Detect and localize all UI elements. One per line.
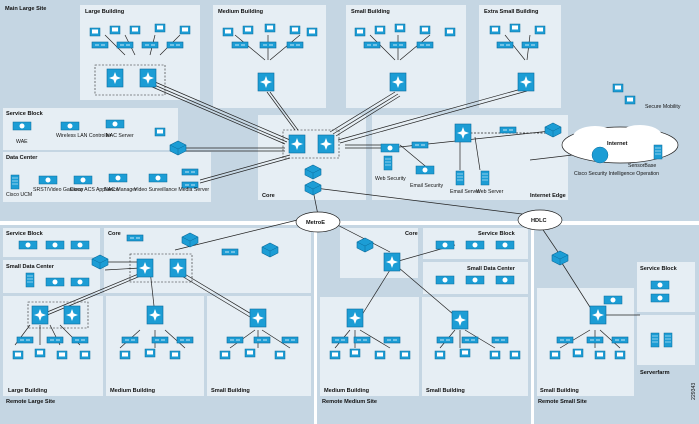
small-building-label: Small Building (351, 9, 390, 15)
links (14, 34, 640, 349)
core-switch (317, 134, 335, 154)
lb-distribution-switch (139, 68, 157, 88)
figure-id: 229343 (691, 383, 697, 400)
rm-medium-building-label: Medium Building (324, 388, 370, 394)
rm-service-block-label: Service Block (478, 231, 516, 237)
data-center-label: Data Center (6, 155, 38, 161)
rl-medium-building-label: Medium Building (110, 388, 156, 394)
rm-small-building-label: Small Building (426, 388, 465, 394)
rm-core-label: Core (405, 231, 418, 237)
extra-small-building-block (479, 5, 561, 108)
wae-label: WAE (16, 139, 28, 145)
rm-medium-building-block (320, 297, 419, 396)
rm-core-block (340, 228, 418, 278)
internet-label: Internet (607, 141, 628, 147)
web-security-label: Web Security (375, 176, 406, 182)
service-block (3, 108, 178, 150)
mb-distribution-switch (257, 72, 275, 92)
extra-small-building-label: Extra Small Building (484, 9, 539, 15)
nac-manager-label: NAC Manager (104, 187, 137, 193)
small-building-block (346, 5, 466, 108)
rm-small-dc-label: Small Data Center (467, 266, 516, 272)
medium-building-label: Medium Building (218, 9, 264, 15)
rl-service-block-label: Service Block (6, 231, 44, 237)
sensorbase-icon (653, 144, 663, 160)
rl-small-dc-block (3, 260, 100, 293)
remote-large-site-label: Remote Large Site (6, 399, 55, 405)
wlc-label: Wireless LAN Controller (56, 133, 112, 139)
acs-label: Cisco ACS Appliance (70, 187, 119, 193)
laptop-icon (624, 95, 636, 105)
rs-small-building-label: Small Building (540, 388, 579, 394)
rm-small-building-block (422, 297, 528, 396)
lb-distribution-switch (106, 68, 124, 88)
sensorbase-label: SensorBase (628, 163, 656, 169)
rl-dist-group (27, 301, 89, 329)
rl-core-label: Core (108, 231, 121, 237)
rs-service-block-label: Service Block (640, 266, 678, 272)
core-switch (288, 134, 306, 154)
metroe-label: MetroE (306, 220, 325, 226)
internet-edge-label: Internet Edge (530, 193, 566, 199)
rl-large-building-block (3, 296, 103, 396)
metroe-cloud (295, 211, 341, 233)
sio-globe-icon (591, 146, 609, 164)
rl-small-building-label: Small Building (211, 388, 250, 394)
remote-medium-site-label: Remote Medium Site (322, 399, 377, 405)
cisco-ucm-label: Cisco UCM (6, 192, 32, 198)
email-security-label: Email Security (410, 183, 444, 189)
rl-small-dc-label: Small Data Center (6, 264, 55, 270)
service-block-label: Service Block (6, 111, 44, 117)
data-center-block (3, 152, 211, 202)
sio-label: Cisco Security Intelligence Operation (574, 171, 659, 177)
core-label: Core (262, 193, 275, 199)
web-server-label: Web Server (476, 189, 504, 195)
srst-label: SRST/Video Gateway (33, 187, 84, 193)
sb-distribution-switch (389, 72, 407, 92)
video-surveillance-label: Video Surveillance Media Server (134, 187, 209, 193)
hdlc-label: HDLC (531, 218, 547, 224)
core-group (282, 129, 340, 159)
hdlc-cloud (517, 209, 563, 231)
xsb-distribution-switch (517, 72, 535, 92)
rl-large-building-label: Large Building (8, 388, 48, 394)
rl-core-group (129, 253, 193, 283)
medium-building-block (213, 5, 326, 108)
large-building-label: Large Building (85, 9, 125, 15)
secure-mobility-label: Secure Mobility (645, 104, 681, 110)
main-site-label: Main Large Site (5, 6, 46, 12)
email-server-label: Email Server (450, 189, 480, 195)
nac-server-label: NAC Server (106, 133, 134, 139)
remote-small-site-label: Remote Small Site (538, 399, 587, 405)
lb-distribution-group (94, 64, 166, 96)
mobile-device-icon (612, 83, 624, 93)
internet-cloud (561, 125, 679, 164)
rs-serverfarm-label: Serverfarm (640, 370, 670, 376)
